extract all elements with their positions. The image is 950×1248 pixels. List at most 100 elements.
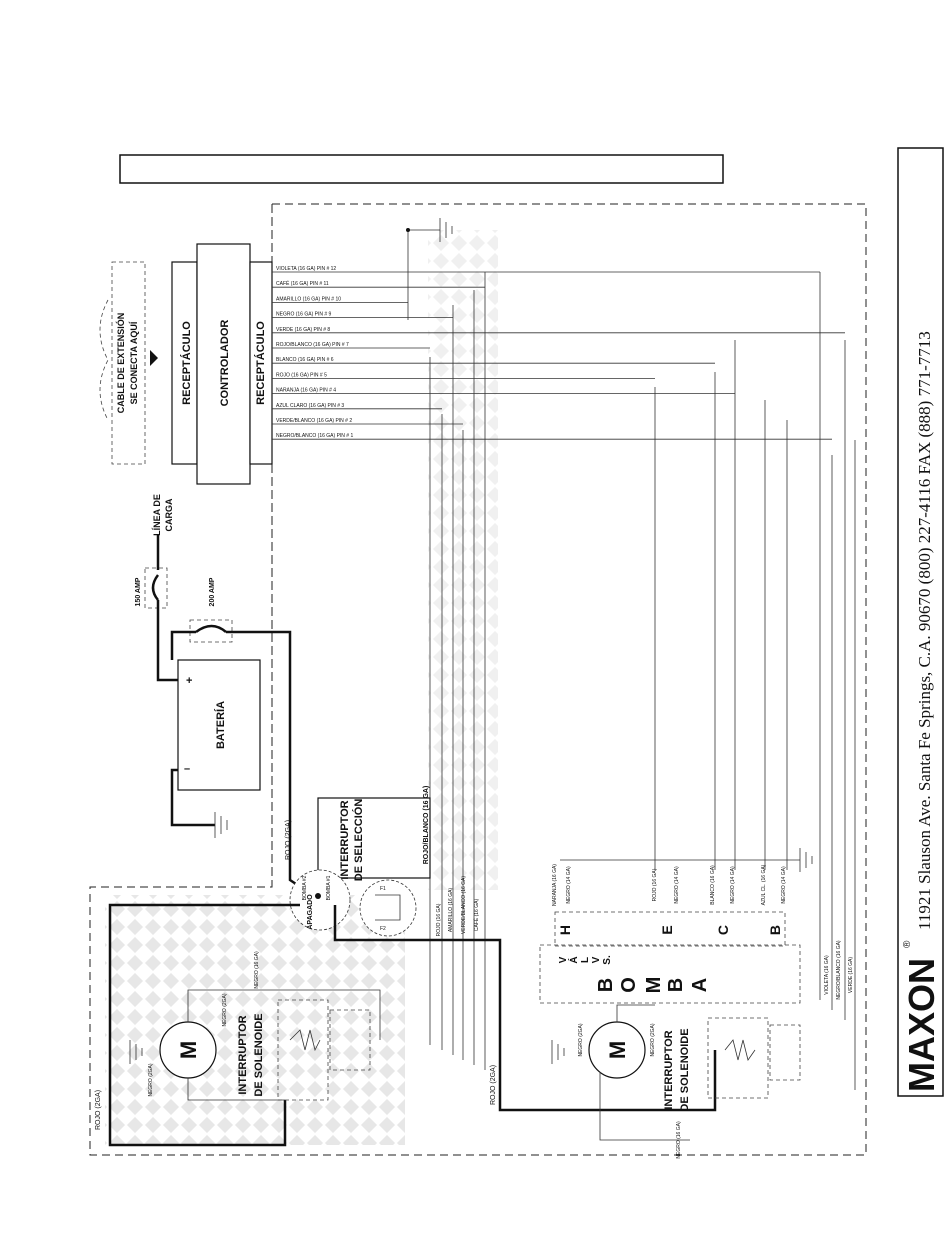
pin-wires: VIOLETA (16 GA) PIN # 12 CAFÉ (16 GA) PIN… [272, 266, 845, 440]
rojo16-label-2: ROJO (16 GA) [652, 868, 658, 901]
pump1-solenoid-line2: DE SOLENOIDE [253, 1013, 265, 1096]
receptacle-left-label: RECEPTÁCULO [180, 321, 193, 405]
battery-plus: + [186, 675, 192, 687]
rojo2ga-label-2: ROJO (2GA) [490, 1065, 497, 1105]
apagado-label: APAGADO [307, 894, 314, 930]
valve-letter: V [591, 956, 602, 963]
title-box [119, 154, 724, 184]
ground-icon [214, 812, 228, 838]
extension-note-box [111, 261, 146, 465]
pump1-solenoid-box [277, 999, 329, 1101]
fuse-200-icon [195, 624, 227, 634]
valve-code: H [557, 925, 573, 935]
valve-letter: Á [567, 956, 580, 963]
extension-note-line2: SE CONECTA AQUÍ [129, 321, 139, 404]
violeta16-label: VIOLETA (16 GA) [824, 955, 830, 995]
f2-label: F2 [380, 926, 386, 932]
charge-line-label-1: LÍNEA DE [152, 494, 162, 536]
pump2-motor-label: M [605, 1041, 630, 1059]
negro14-label-4: NEGRO (14 GA) [781, 866, 787, 904]
battery-minus: – [184, 763, 190, 775]
pin-label: AMARILLO (16 GA) PIN # 10 [276, 296, 341, 302]
extension-note-line1: CABLE DE EXTENSIÓN [115, 313, 126, 414]
pin-label: NARANJA (16 GA) PIN # 4 [276, 388, 336, 394]
selector-line1: INTERRUPTOR [339, 800, 351, 879]
selector-line2: DE SELECCIÓN [352, 799, 365, 882]
bomba1-label: BOMBA #1 [326, 875, 332, 900]
pin-label: VERDE (16 GA) PIN # 8 [276, 327, 330, 333]
valve-letter: V [558, 956, 569, 963]
receptacle-left [171, 261, 198, 465]
pin-label: ROJO/BLANCO (16 GA) PIN # 7 [276, 342, 349, 348]
bomba2-label: BOMBA #2 [302, 875, 308, 900]
footer-address: 11921 Slauson Ave. Santa Fe Springs, C.A… [915, 331, 934, 930]
naranja16-label: NARANJA (16 GA) [552, 864, 558, 906]
rojo2ga-label-1: ROJO (2GA) [285, 820, 292, 860]
fuse-200-label: 200 AMP [209, 577, 216, 606]
selector-knob [289, 869, 351, 931]
pin-label: NEGRO/BLANCO (16 GA) PIN # 1 [276, 433, 353, 439]
selector-wire-label: ROJO/BLANCO (16 GA) [423, 786, 430, 865]
pump2-negro2ga-b: NEGRO (2GA) [650, 1023, 656, 1056]
pump1-rojo2ga: ROJO (2GA) [95, 1090, 102, 1130]
amarillo16-label: AMARILLO (16 GA) [448, 888, 454, 933]
pin-label: AZUL CLARO (16 GA) PIN # 3 [276, 403, 344, 409]
azul-cl16-label: AZUL CL. (16 GA) [761, 864, 767, 905]
pin-label: VERDE/BLANCO (16 GA) PIN # 2 [276, 418, 352, 424]
registered-mark: ® [902, 940, 913, 948]
valve-letter: S. [602, 955, 613, 965]
receptacle-right-label: RECEPTÁCULO [254, 321, 267, 405]
f1-label: F1 [380, 886, 386, 892]
bomba-letter: A [689, 978, 711, 992]
bomba-letter: B [595, 978, 617, 992]
brand-logo: MAXON [901, 958, 942, 1092]
battery [177, 659, 261, 791]
pump2-solenoid-box [707, 1017, 769, 1099]
controller [196, 243, 251, 485]
negro14-label-1: NEGRO (14 GA) [566, 866, 572, 904]
fuse-150-box [144, 567, 168, 609]
cafe16-label: CAFÉ (16 GA) [473, 899, 480, 932]
valve-row [554, 911, 786, 947]
bomba-letter: M [643, 977, 665, 994]
valve-code: B [767, 925, 783, 935]
footer-box [897, 147, 944, 1097]
pump1-negro16: NEGRO (16 GA) [254, 951, 260, 989]
pin-label: CAFÉ (16 GA) PIN # 11 [276, 280, 329, 287]
pump1-negro2ga-b: NEGRO (2GA) [222, 993, 228, 1026]
valve-code: C [715, 925, 731, 935]
pump1-area [105, 895, 405, 1145]
negro-blanco16-label: NEGRO/BLANCO (16 GA) [836, 940, 842, 1000]
valve-code: E [659, 925, 675, 934]
bomba-letter: B [665, 978, 687, 992]
pump1-motor-label: M [176, 1041, 201, 1059]
trunk-wires [407, 230, 856, 1090]
ground-icon [129, 1040, 143, 1064]
coil-icon [724, 1039, 756, 1061]
valve-block [539, 944, 801, 1004]
pin-label: BLANCO (16 GA) PIN # 6 [276, 357, 334, 363]
arrow-icon [150, 350, 158, 366]
negro14-label-2: NEGRO (14 GA) [674, 866, 680, 904]
charge-line-label-2: CARGA [164, 498, 174, 531]
controller-label: CONTROLADOR [219, 320, 231, 407]
selector-box [317, 797, 431, 879]
pump2-negro2ga-a: NEGRO (2GA) [578, 1023, 584, 1056]
pump2-negro16: NEGRO (16 GA) [676, 1121, 682, 1159]
blanco16-label: BLANCO (16 GA) [710, 865, 716, 905]
pump1-solenoid-line1: INTERRUPTOR [237, 1015, 249, 1094]
pump1-negro2ga-a: NEGRO (2GA) [148, 1063, 154, 1096]
pump2-solenoid-line2: DE SOLENOIDE [679, 1028, 691, 1111]
verde-blanco16-label: VERDE/BLANCO (16 GA) [461, 876, 467, 934]
bomba-letter: O [618, 977, 640, 993]
fuse-150-icon [151, 574, 160, 601]
valve-letter: L [580, 957, 591, 963]
pin-label: VIOLETA (16 GA) PIN # 12 [276, 266, 336, 272]
battery-label: BATERÍA [214, 701, 227, 749]
ground-icon [551, 1040, 565, 1064]
pin-label: NEGRO (16 GA) PIN # 9 [276, 312, 332, 318]
